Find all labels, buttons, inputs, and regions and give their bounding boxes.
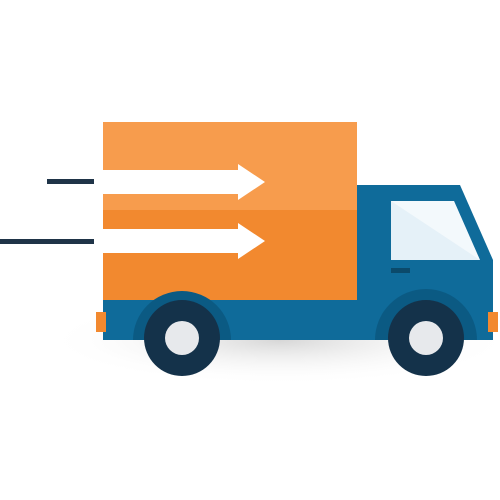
rear-wheel — [144, 300, 220, 376]
cargo-box — [103, 122, 357, 315]
door-handle — [391, 268, 410, 273]
rear-bumper — [96, 312, 106, 332]
speed-line-top — [47, 179, 94, 184]
front-bumper — [488, 312, 498, 332]
arrow-icon — [103, 164, 265, 259]
truck-cab — [357, 185, 493, 300]
speed-line-bottom — [0, 239, 94, 244]
front-wheel — [388, 300, 464, 376]
